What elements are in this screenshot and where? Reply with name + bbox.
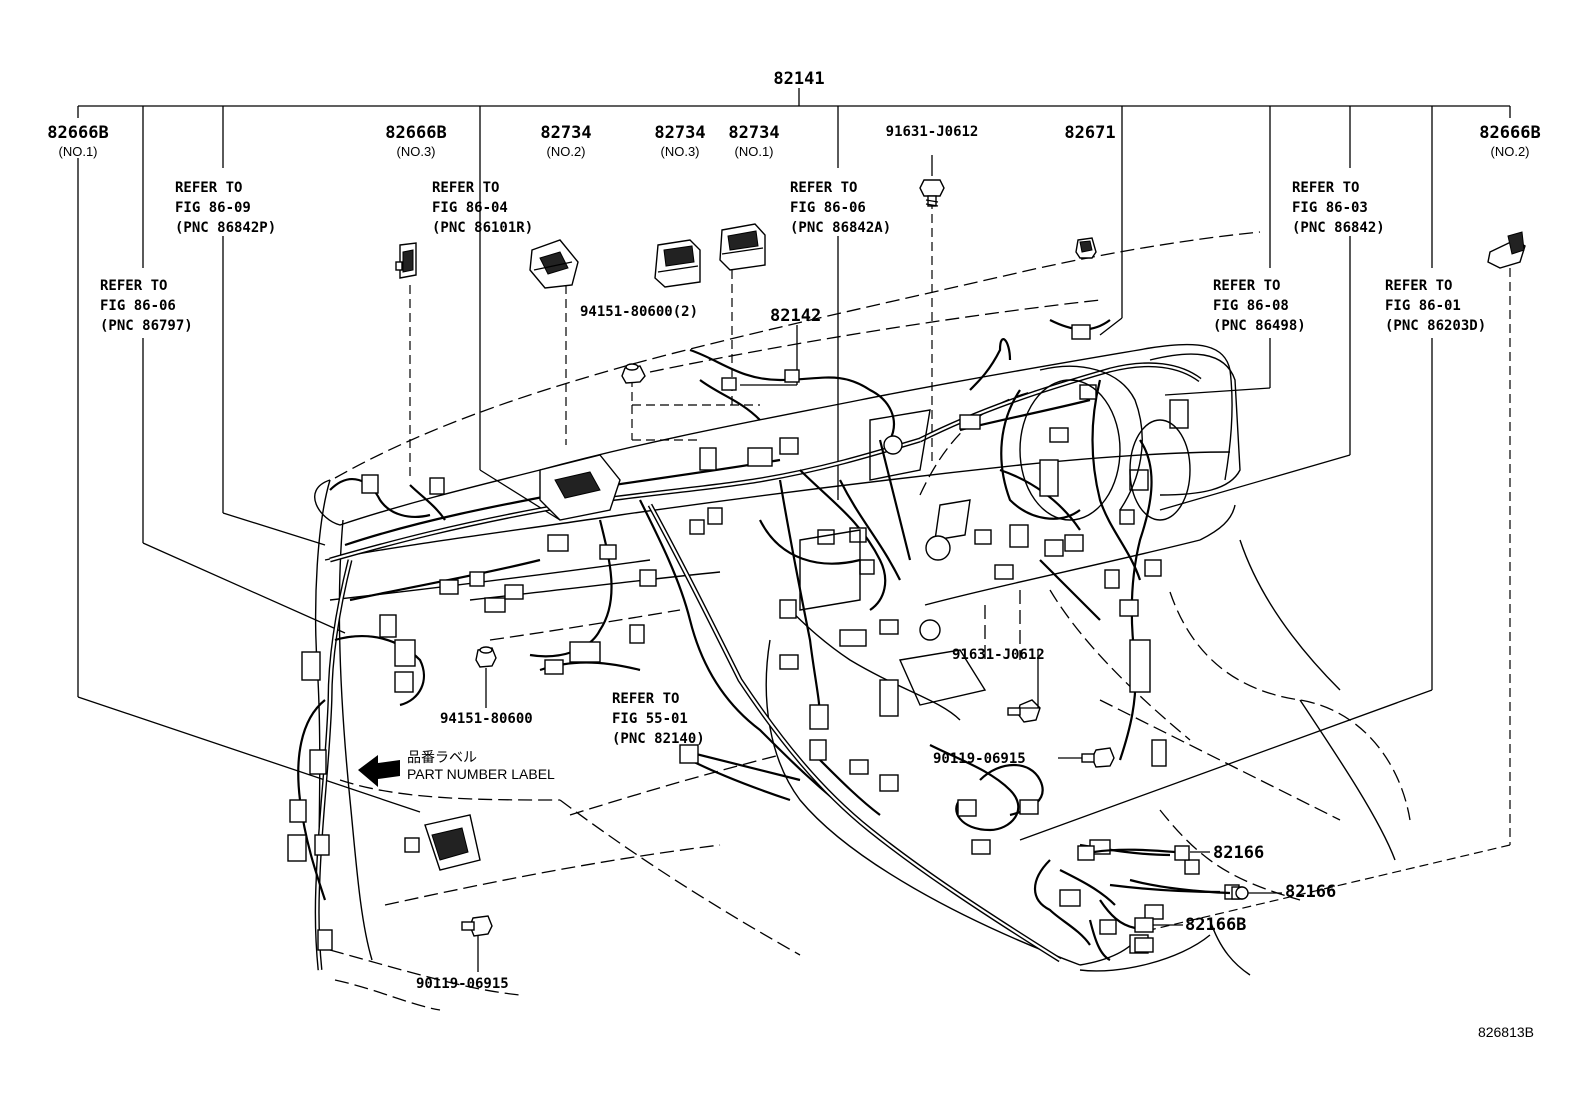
label-82666B-no1: 82666B bbox=[47, 123, 108, 143]
label-82734-no1-sub: (NO.1) bbox=[735, 144, 774, 159]
svg-text:REFER TO: REFER TO bbox=[612, 691, 679, 707]
connector-82734-no1-icon bbox=[719, 223, 766, 271]
part-number-label-arrow bbox=[358, 755, 400, 787]
svg-text:REFER TO: REFER TO bbox=[175, 180, 242, 196]
label-82666B-no1-sub: (NO.1) bbox=[59, 144, 98, 159]
main-leader-tree bbox=[77, 88, 1511, 931]
part-number-label-jp: 品番ラベル bbox=[407, 749, 477, 765]
refer-fig-86-04: REFER TO FIG 86-04 (PNC 86101R) bbox=[432, 180, 533, 236]
label-82666B-no3-sub: (NO.3) bbox=[397, 144, 436, 159]
svg-text:(PNC 86203D): (PNC 86203D) bbox=[1385, 318, 1486, 334]
refer-fig-86-06-a: REFER TO FIG 86-06 (PNC 86842A) bbox=[790, 180, 891, 236]
label-94151-80600: 94151-80600 bbox=[440, 711, 533, 727]
svg-text:FIG 86-08: FIG 86-08 bbox=[1213, 298, 1289, 314]
part-labels: 82141 82666B (NO.1) 82666B (NO.3) 82734 … bbox=[47, 69, 1540, 992]
label-82166-a: 82166 bbox=[1213, 843, 1264, 863]
connector-82734-no3-icon bbox=[654, 239, 701, 288]
label-82671: 82671 bbox=[1064, 123, 1115, 143]
svg-text:FIG 86-06: FIG 86-06 bbox=[100, 298, 176, 314]
label-82666B-no2: 82666B bbox=[1479, 123, 1540, 143]
svg-text:REFER TO: REFER TO bbox=[790, 180, 857, 196]
svg-text:FIG 86-01: FIG 86-01 bbox=[1385, 298, 1461, 314]
label-82141: 82141 bbox=[773, 69, 824, 89]
svg-text:(PNC 86842A): (PNC 86842A) bbox=[790, 220, 891, 236]
refer-fig-86-06-b: REFER TO FIG 86-06 (PNC 86797) bbox=[100, 278, 193, 334]
label-90119-mid: 90119-06915 bbox=[933, 751, 1026, 767]
figure-code: 826813B bbox=[1478, 1024, 1534, 1040]
clip-94151-80600-icon bbox=[475, 646, 497, 668]
svg-text:(PNC 86842): (PNC 86842) bbox=[1292, 220, 1385, 236]
sub-harness-82166-b-icon bbox=[1129, 878, 1249, 900]
svg-text:FIG 86-09: FIG 86-09 bbox=[175, 200, 251, 216]
label-82666B-no2-sub: (NO.2) bbox=[1491, 144, 1530, 159]
label-82734-no3-sub: (NO.3) bbox=[661, 144, 700, 159]
junction-blocks bbox=[404, 454, 621, 871]
label-82734-no2-sub: (NO.2) bbox=[547, 144, 586, 159]
svg-text:FIG 86-03: FIG 86-03 bbox=[1292, 200, 1368, 216]
svg-text:REFER TO: REFER TO bbox=[432, 180, 499, 196]
connector-82666B-no3-icon bbox=[395, 242, 417, 279]
svg-text:FIG 55-01: FIG 55-01 bbox=[612, 711, 688, 727]
sub-harness-82166B-icon bbox=[1099, 899, 1154, 953]
label-82734-no2: 82734 bbox=[540, 123, 591, 143]
label-82734-no3: 82734 bbox=[654, 123, 705, 143]
refer-fig-86-03: REFER TO FIG 86-03 (PNC 86842) bbox=[1292, 180, 1385, 236]
refer-fig-86-08: REFER TO FIG 86-08 (PNC 86498) bbox=[1213, 278, 1306, 334]
bolt-90119-bottom-icon bbox=[461, 915, 493, 937]
label-91631-top: 91631-J0612 bbox=[886, 124, 979, 140]
connector-82734-no2-icon bbox=[529, 239, 579, 289]
svg-text:(PNC 86797): (PNC 86797) bbox=[100, 318, 193, 334]
svg-text:REFER TO: REFER TO bbox=[100, 278, 167, 294]
svg-text:(PNC 86101R): (PNC 86101R) bbox=[432, 220, 533, 236]
label-94151-80600-2: 94151-80600(2) bbox=[580, 304, 698, 320]
svg-text:FIG 86-04: FIG 86-04 bbox=[432, 200, 508, 216]
refer-to-blocks: REFER TO FIG 86-09 (PNC 86842P) REFER TO… bbox=[100, 180, 1486, 747]
svg-text:(PNC 86842P): (PNC 86842P) bbox=[175, 220, 276, 236]
bolt-91631-mid-icon bbox=[1007, 699, 1041, 723]
clip-94151-80600-2-icon bbox=[621, 363, 646, 384]
refer-fig-86-09: REFER TO FIG 86-09 (PNC 86842P) bbox=[175, 180, 276, 236]
svg-text:(PNC 86498): (PNC 86498) bbox=[1213, 318, 1306, 334]
label-91631-mid: 91631-J0612 bbox=[952, 647, 1045, 663]
bolt-90119-mid-icon bbox=[1081, 747, 1115, 768]
label-82166B: 82166B bbox=[1185, 915, 1246, 935]
label-90119-bottom: 90119-06915 bbox=[416, 976, 509, 992]
harness-connectors bbox=[287, 324, 1241, 954]
label-82166-b: 82166 bbox=[1285, 882, 1336, 902]
label-82734-no1: 82734 bbox=[728, 123, 779, 143]
bolt-91631-top-icon bbox=[919, 179, 945, 207]
svg-text:(PNC 82140): (PNC 82140) bbox=[612, 731, 705, 747]
part-number-label-en: PART NUMBER LABEL bbox=[407, 766, 555, 782]
connector-82671-icon bbox=[1075, 237, 1097, 259]
svg-text:FIG 86-06: FIG 86-06 bbox=[790, 200, 866, 216]
sub-harness-82166-icon bbox=[1077, 845, 1190, 861]
svg-text:REFER TO: REFER TO bbox=[1292, 180, 1359, 196]
refer-fig-55-01: REFER TO FIG 55-01 (PNC 82140) bbox=[612, 691, 705, 747]
label-82666B-no3: 82666B bbox=[385, 123, 446, 143]
svg-text:REFER TO: REFER TO bbox=[1385, 278, 1452, 294]
label-82142: 82142 bbox=[770, 306, 821, 326]
svg-text:REFER TO: REFER TO bbox=[1213, 278, 1280, 294]
refer-fig-86-01: REFER TO FIG 86-01 (PNC 86203D) bbox=[1385, 278, 1486, 334]
label-leaders bbox=[477, 650, 1282, 972]
connector-82666B-no2-icon bbox=[1487, 231, 1526, 269]
instrument-panel-wire-harness bbox=[297, 319, 1221, 971]
